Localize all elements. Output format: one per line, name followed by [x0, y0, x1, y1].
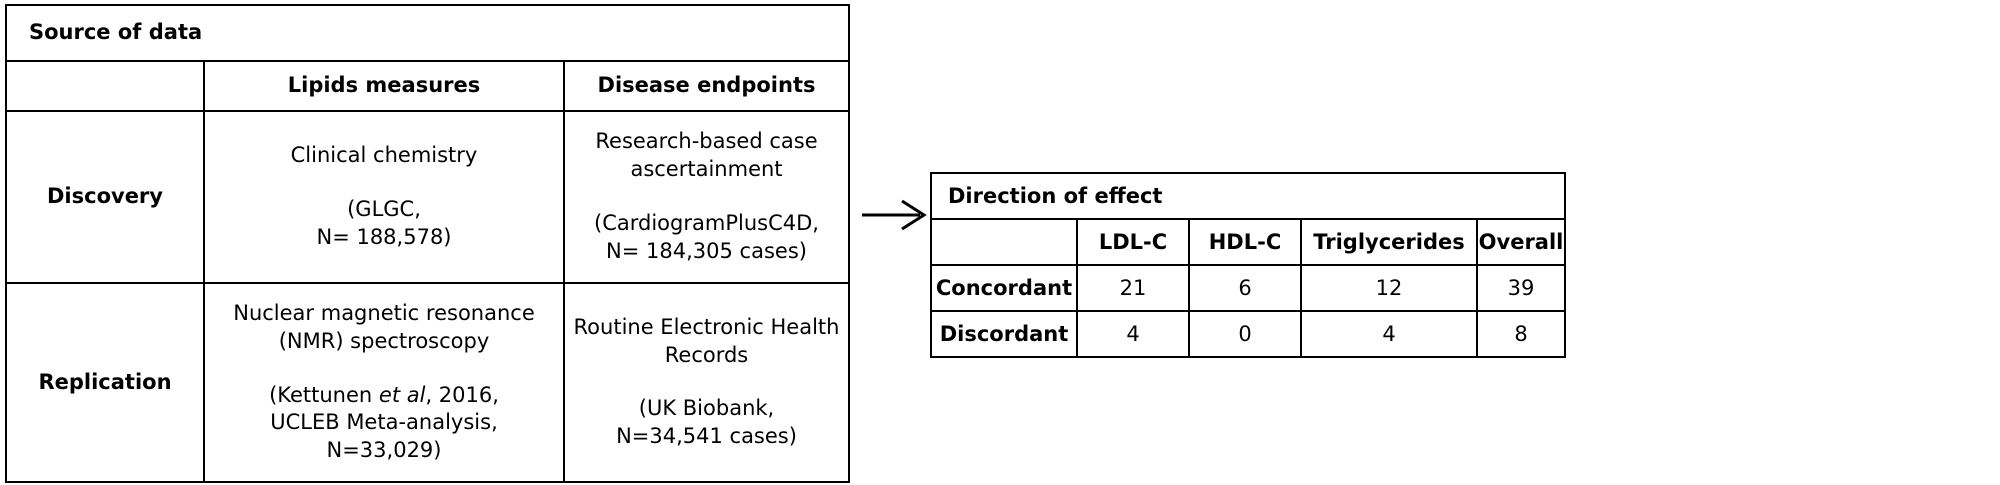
- replication-lipids-cohort-line2: UCLEB Meta-analysis,: [270, 410, 498, 435]
- replication-citation-etal: et al: [378, 382, 426, 407]
- cell-discovery-disease: Research-based case ascertainment (Cardi…: [563, 110, 850, 284]
- table-row-title: Source of data: [5, 4, 850, 62]
- table-row-discordant: Discordant 4 0 4 8: [930, 310, 1567, 358]
- discordant-hdl-c-value: 0: [1188, 310, 1302, 358]
- replication-disease-method-line1: Routine Electronic Health: [573, 314, 840, 339]
- table-row-header: Lipids measures Disease endpoints: [5, 60, 850, 112]
- replication-lipids-cohort-line3: N=33,029): [326, 438, 442, 463]
- direction-header-overall: Overall: [1475, 218, 1567, 266]
- discovery-lipids-cohort-line2: N= 188,578): [316, 224, 452, 249]
- arrow-right-icon: [862, 199, 927, 231]
- row-label-concordant: Concordant: [930, 264, 1078, 312]
- source-table-title: Source of data: [5, 4, 850, 62]
- row-label-discordant: Discordant: [930, 310, 1078, 358]
- table-row-concordant: Concordant 21 6 12 39: [930, 264, 1567, 312]
- direction-header-hdl-c: HDL-C: [1188, 218, 1302, 266]
- replication-lipids-method-line2: (NMR) spectroscopy: [278, 328, 490, 353]
- cell-replication-disease: Routine Electronic Health Records (UK Bi…: [563, 281, 850, 484]
- source-of-data-table: Source of data Lipids measures Disease e…: [5, 4, 850, 484]
- discordant-ldl-c-value: 4: [1076, 310, 1190, 358]
- table-row-title: Direction of effect: [929, 172, 1567, 220]
- source-header-disease-endpoints: Disease endpoints: [563, 60, 850, 112]
- source-header-corner: [5, 60, 205, 112]
- replication-citation-suffix: , 2016,: [425, 382, 499, 407]
- direction-header-corner: [930, 218, 1078, 266]
- direction-header-ldl-c: LDL-C: [1076, 218, 1190, 266]
- table-row-header: LDL-C HDL-C Triglycerides Overall: [930, 218, 1567, 266]
- discovery-disease-method-line2: ascertainment: [630, 156, 783, 181]
- discordant-triglycerides-value: 4: [1300, 310, 1478, 358]
- replication-disease-method-line2: Records: [664, 342, 749, 367]
- row-label-discovery: Discovery: [5, 110, 205, 284]
- direction-header-triglycerides: Triglycerides: [1300, 218, 1478, 266]
- discovery-disease-cohort-line2: N= 184,305 cases): [606, 238, 807, 263]
- source-header-lipids-measures: Lipids measures: [203, 60, 565, 112]
- row-label-replication: Replication: [5, 281, 205, 484]
- concordant-triglycerides-value: 12: [1300, 264, 1478, 312]
- concordant-ldl-c-value: 21: [1076, 264, 1190, 312]
- direction-of-effect-table: Direction of effect LDL-C HDL-C Triglyce…: [929, 172, 1567, 358]
- discordant-overall-value: 8: [1475, 310, 1567, 358]
- replication-disease-cohort-line1: (UK Biobank,: [638, 396, 775, 421]
- cell-replication-lipids: Nuclear magnetic resonance (NMR) spectro…: [203, 281, 565, 484]
- concordant-hdl-c-value: 6: [1188, 264, 1302, 312]
- discovery-disease-method-line1: Research-based case: [595, 129, 818, 153]
- concordant-overall-value: 39: [1475, 264, 1567, 312]
- replication-disease-cohort-line2: N=34,541 cases): [616, 424, 797, 449]
- table-row-replication: Replication Nuclear magnetic resonance (…: [5, 281, 850, 484]
- discovery-lipids-cohort-line1: (GLGC,: [347, 196, 421, 221]
- cell-discovery-lipids: Clinical chemistry (GLGC, N= 188,578): [203, 110, 565, 284]
- replication-lipids-method-line1: Nuclear magnetic resonance: [233, 300, 535, 325]
- direction-table-title: Direction of effect: [929, 172, 1567, 220]
- table-row-discovery: Discovery Clinical chemistry (GLGC, N= 1…: [5, 110, 850, 284]
- replication-citation-prefix: (Kettunen: [269, 382, 379, 407]
- discovery-lipids-method: Clinical chemistry: [290, 142, 478, 167]
- discovery-disease-cohort-line1: (CardiogramPlusC4D,: [594, 210, 819, 235]
- replication-lipids-citation-line1: (Kettunen et al, 2016,: [211, 382, 557, 410]
